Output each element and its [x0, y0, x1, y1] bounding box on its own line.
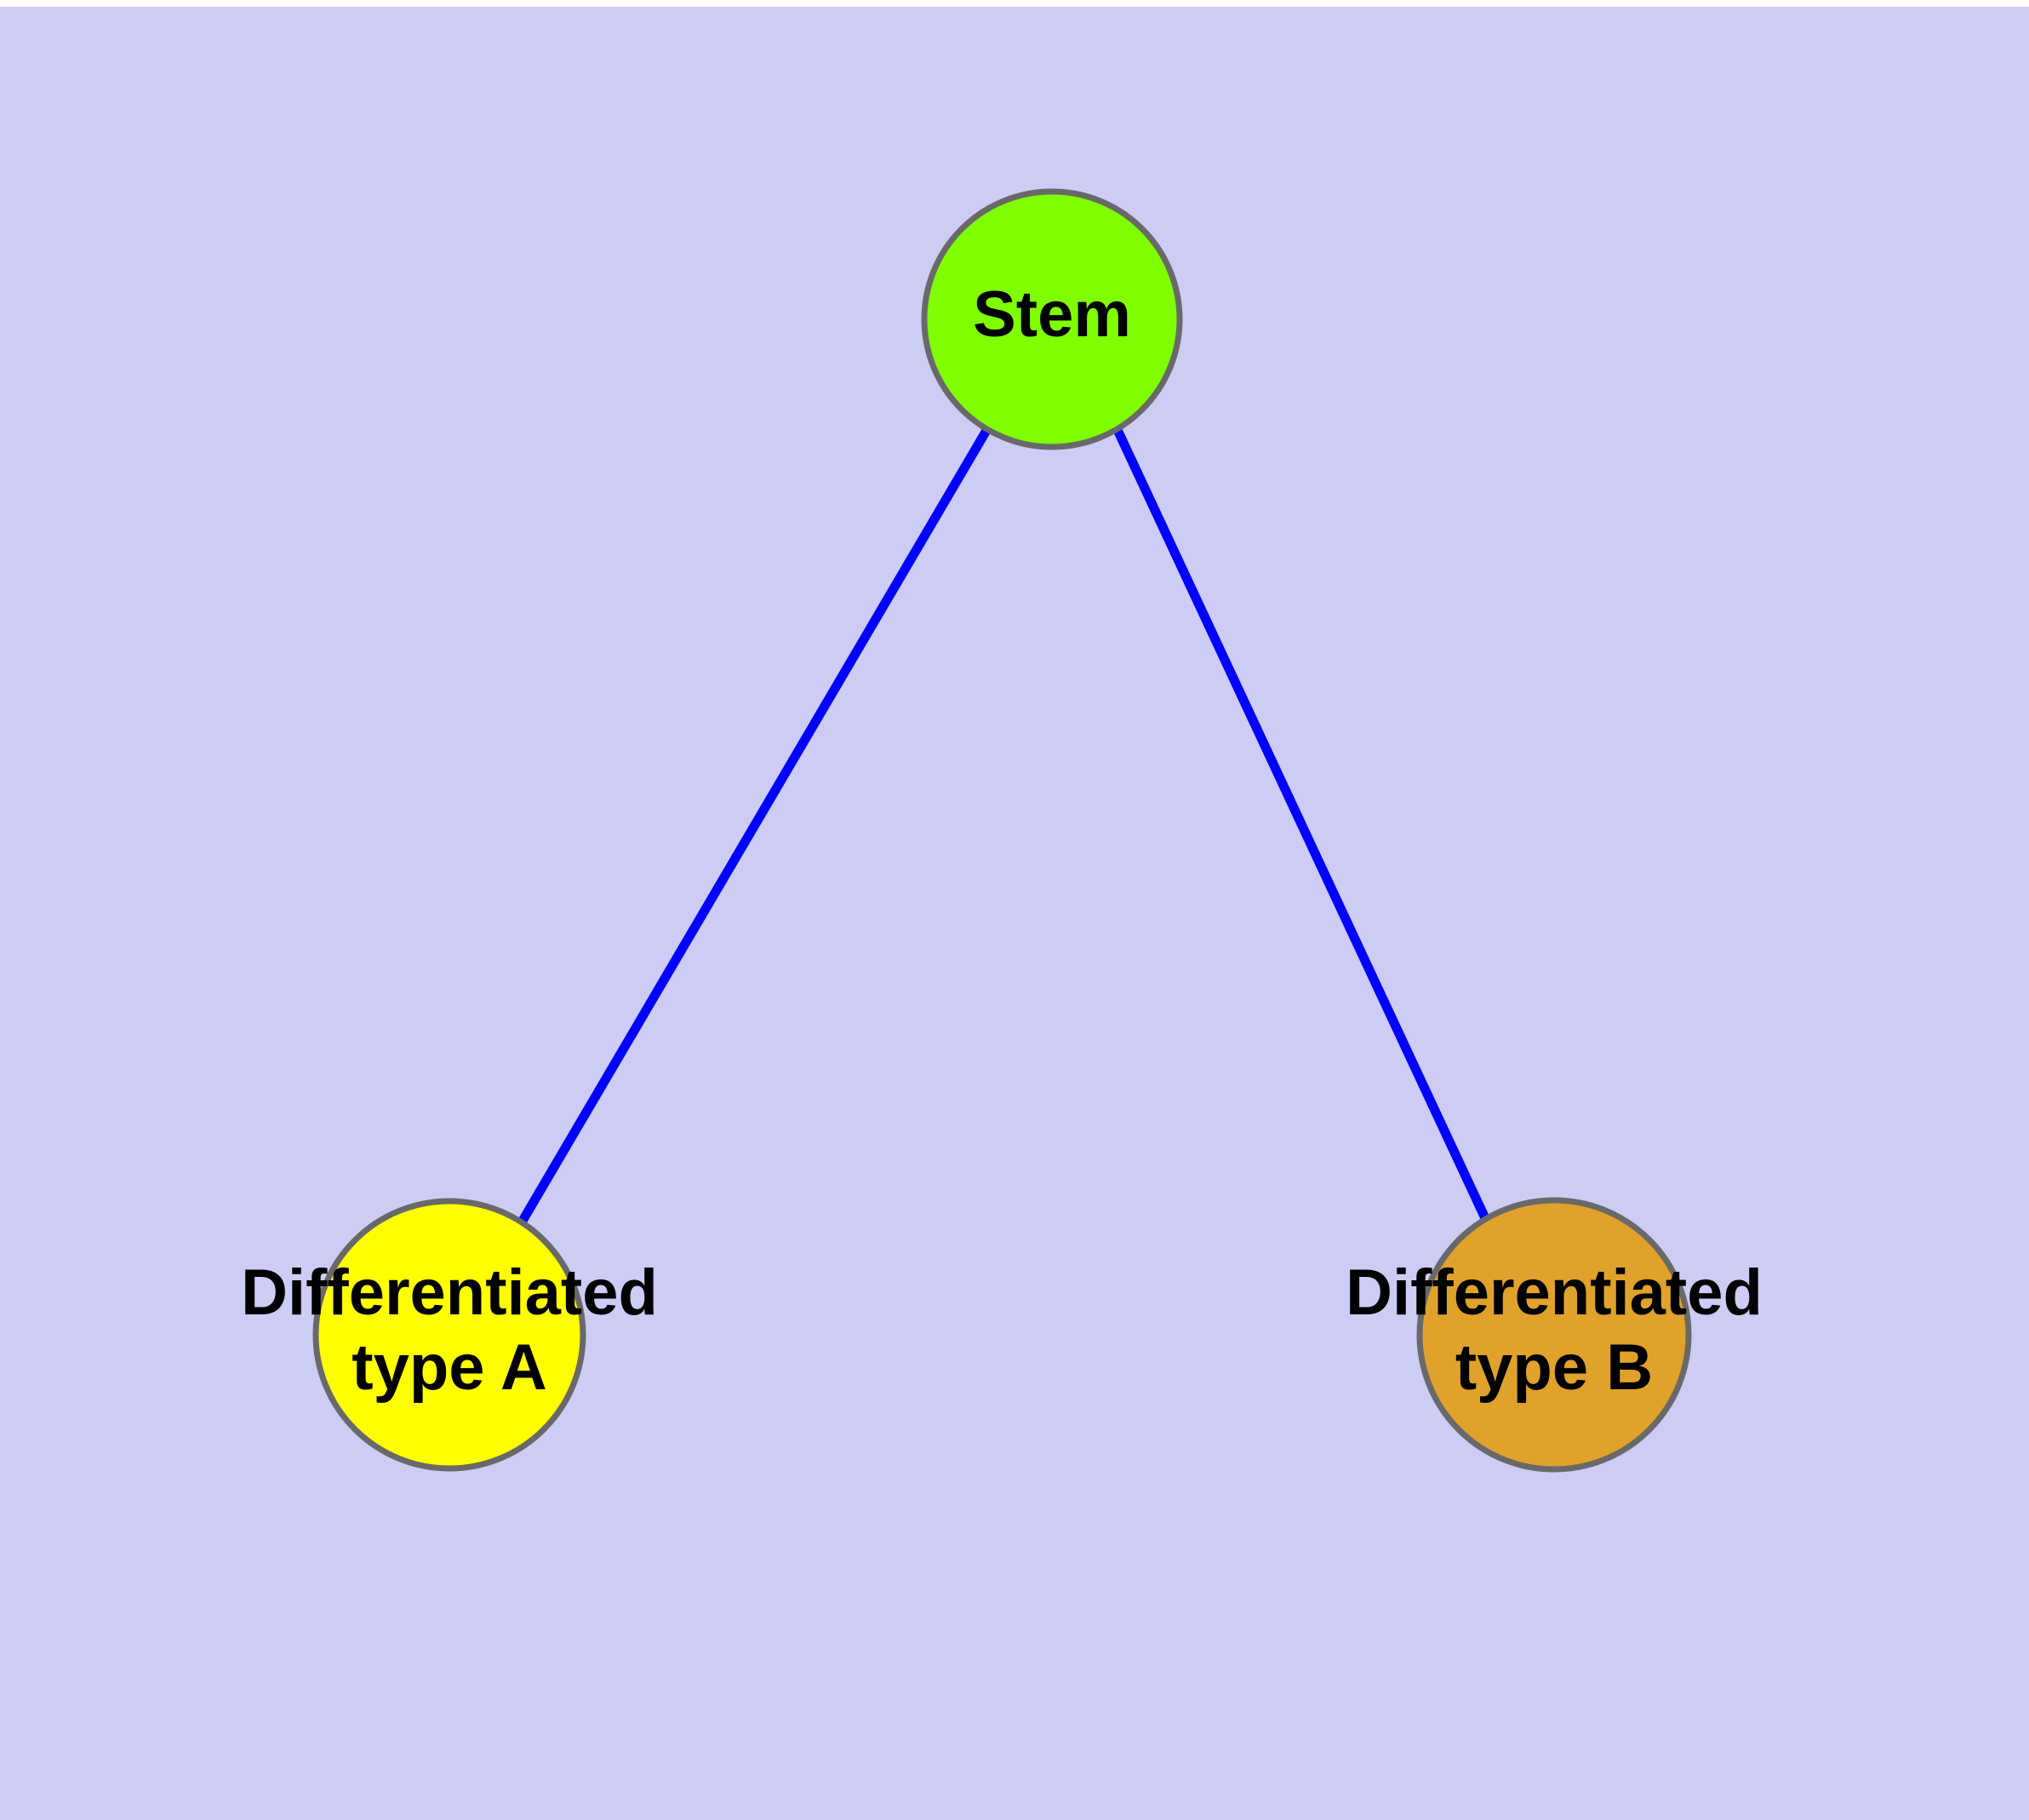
node-stem[interactable]: [921, 188, 1183, 450]
edges-layer: [518, 426, 1489, 1223]
node-label-stem: Stem: [973, 278, 1131, 351]
edge-stem-to-diff-a[interactable]: [518, 426, 992, 1223]
node-label-line: type A: [352, 1331, 546, 1404]
node-label-line: type B: [1455, 1331, 1653, 1404]
nodes-layer: [312, 188, 1692, 1473]
node-label-line: Stem: [973, 278, 1131, 351]
node-diff-b[interactable]: [1416, 1197, 1692, 1473]
node-label-line: Differentiated: [1346, 1256, 1763, 1329]
edge-stem-to-diff-b[interactable]: [1113, 427, 1489, 1221]
node-label-line: Differentiated: [241, 1256, 658, 1329]
node-diff-a[interactable]: [312, 1198, 586, 1472]
